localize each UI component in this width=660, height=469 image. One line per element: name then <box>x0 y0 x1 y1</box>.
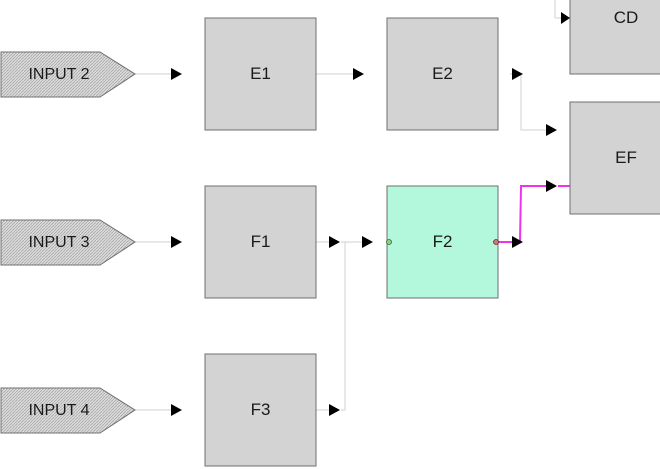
f2-output-port[interactable] <box>493 239 499 245</box>
block-e1[interactable] <box>204 17 317 131</box>
wire-e2-ef[interactable] <box>510 73 546 131</box>
f1-input-arrow <box>171 236 182 248</box>
input-4-port[interactable] <box>0 387 136 434</box>
block-f1[interactable] <box>204 185 317 299</box>
f1-output-arrow <box>329 236 340 248</box>
block-ef[interactable] <box>569 101 660 215</box>
input-3-port[interactable] <box>0 219 136 266</box>
f3-input-arrow <box>171 404 182 416</box>
input-3-label: INPUT 3 <box>28 233 90 251</box>
block-f2[interactable] <box>386 185 499 299</box>
f2-output-arrow <box>512 236 523 248</box>
f3-output-arrow <box>329 404 340 416</box>
input-4-label: INPUT 4 <box>28 401 90 419</box>
ef-input2-arrow <box>546 180 557 192</box>
e2-output-arrow <box>512 68 523 80</box>
block-e2[interactable] <box>386 17 499 131</box>
ef-input1-arrow <box>546 124 557 136</box>
input-2-port[interactable] <box>0 51 136 98</box>
cd-input-arrow <box>561 12 570 24</box>
arrowheads <box>171 12 570 416</box>
e1-input-arrow <box>171 68 182 80</box>
block-cd[interactable] <box>569 0 660 75</box>
f2-input-arrow <box>362 236 373 248</box>
e2-input-arrow <box>353 68 364 80</box>
wire-f2-ef-highlighted[interactable] <box>497 185 546 243</box>
f2-input-port[interactable] <box>386 239 392 245</box>
block-f3[interactable] <box>204 353 317 467</box>
wire-f3-branch[interactable] <box>341 242 346 411</box>
input-2-label: INPUT 2 <box>28 65 90 83</box>
